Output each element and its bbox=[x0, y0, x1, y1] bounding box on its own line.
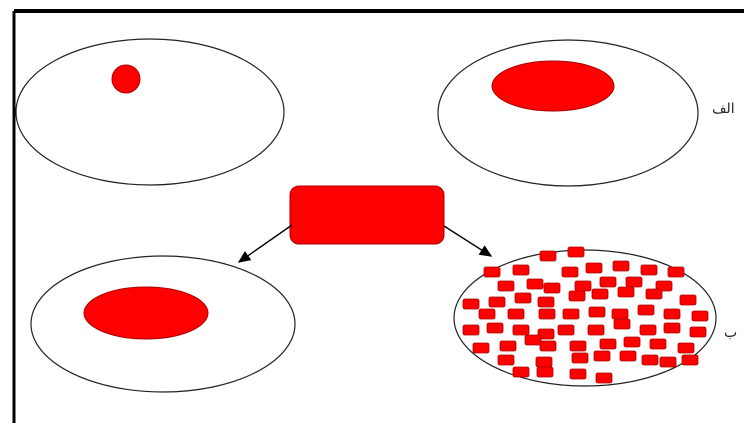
particle bbox=[539, 340, 557, 352]
particle bbox=[689, 326, 707, 338]
particle bbox=[462, 324, 480, 336]
nucleus-medium-bottom bbox=[83, 286, 209, 340]
particle bbox=[588, 306, 606, 318]
particle bbox=[612, 260, 630, 272]
particle bbox=[625, 276, 643, 288]
particle bbox=[567, 246, 585, 258]
particle bbox=[691, 310, 709, 322]
particle bbox=[667, 266, 685, 278]
particle bbox=[639, 324, 657, 336]
label-alef: الف bbox=[712, 101, 735, 117]
particle bbox=[593, 350, 611, 362]
particle bbox=[497, 280, 515, 292]
particle bbox=[585, 262, 603, 274]
particle bbox=[681, 354, 699, 366]
particle bbox=[677, 342, 695, 354]
particle bbox=[623, 336, 641, 348]
particle bbox=[641, 354, 659, 366]
particle bbox=[599, 338, 617, 350]
particle bbox=[478, 308, 496, 320]
label-beh: ب bbox=[724, 325, 738, 341]
particle bbox=[526, 278, 544, 290]
particle bbox=[591, 288, 609, 300]
nucleus-small bbox=[111, 64, 141, 94]
particle bbox=[619, 350, 637, 362]
cell-bottom-right bbox=[453, 249, 717, 387]
particle bbox=[535, 356, 553, 368]
particle bbox=[507, 308, 525, 320]
particle bbox=[569, 368, 587, 380]
particle bbox=[486, 322, 504, 334]
center-block bbox=[289, 185, 445, 245]
particle bbox=[537, 296, 555, 308]
particle bbox=[472, 342, 490, 354]
particle bbox=[512, 366, 530, 378]
particle bbox=[645, 288, 663, 300]
arrow-to-bottom-right bbox=[443, 225, 493, 257]
particle bbox=[539, 250, 557, 262]
particle bbox=[514, 292, 532, 304]
particle bbox=[655, 280, 673, 292]
particle bbox=[663, 308, 681, 320]
particle bbox=[568, 290, 586, 302]
particle bbox=[543, 282, 561, 294]
particle bbox=[595, 372, 613, 384]
particle bbox=[488, 296, 506, 308]
particle bbox=[537, 328, 555, 340]
particle bbox=[536, 366, 554, 378]
nucleus-medium-top bbox=[491, 60, 615, 112]
particle bbox=[649, 338, 667, 350]
particle bbox=[679, 294, 697, 306]
particle bbox=[557, 324, 575, 336]
particle bbox=[538, 308, 556, 320]
cell-top-left bbox=[15, 38, 285, 186]
particle bbox=[571, 352, 589, 364]
particle bbox=[569, 340, 587, 352]
particle bbox=[637, 304, 655, 316]
particle bbox=[512, 264, 530, 276]
particle bbox=[497, 354, 515, 366]
particle bbox=[561, 266, 579, 278]
particle bbox=[640, 264, 658, 276]
particle bbox=[483, 266, 501, 278]
particle bbox=[524, 334, 542, 346]
particle bbox=[562, 308, 580, 320]
particle bbox=[613, 318, 631, 330]
particle bbox=[462, 298, 480, 310]
particle bbox=[599, 276, 617, 288]
particle bbox=[663, 322, 681, 334]
particle bbox=[512, 324, 530, 336]
arrow-to-bottom-left bbox=[237, 224, 293, 263]
particle bbox=[587, 324, 605, 336]
particle bbox=[659, 356, 677, 368]
particle-group bbox=[462, 246, 709, 384]
particle bbox=[617, 286, 635, 298]
particle bbox=[611, 308, 629, 320]
particle bbox=[574, 280, 592, 292]
particle bbox=[499, 340, 517, 352]
